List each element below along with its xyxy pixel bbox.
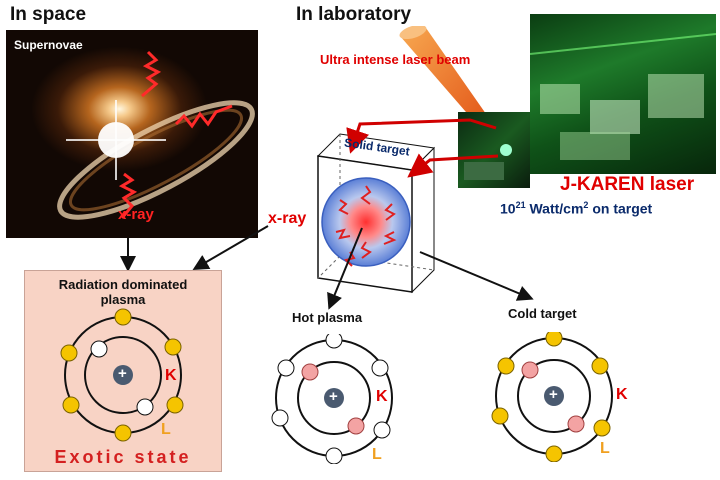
cold-nucleus-sign: + [549,386,558,403]
laser-facility-illustration [530,33,716,160]
hot-plasma-title: Hot plasma [292,310,363,325]
target-xray-label: x-ray [268,210,307,227]
exotic-nucleus-sign: + [118,365,127,382]
target-chamber-illustration [464,144,512,180]
exotic-holes [90,340,154,416]
laser-beam-label: Ultra intense laser beam [320,52,471,67]
intensity-unit-exponent: 2 [583,200,589,210]
hot-plasma-atom [271,334,393,464]
laser-facility-photo [530,14,716,174]
hot-ionized-electrons [301,363,365,435]
heading-in-laboratory: In laboratory [296,4,412,25]
heading-in-space: In space [10,4,87,25]
hot-nucleus-sign: + [329,388,338,405]
hot-holes [271,334,391,464]
exotic-title-line1: Radiation dominated [58,277,188,292]
cold-k-label: K [616,386,628,403]
exotic-panel-title: Radiation dominated plasma [25,277,221,307]
exotic-state-panel: Radiation dominated plasma + K L Exotic … [24,270,222,472]
hot-k-label: K [376,388,388,405]
exotic-state-label: Exotic state [54,447,192,467]
supernova-label: Supernovae [14,38,83,52]
cold-ionized-electrons [521,361,585,433]
exotic-electrons [60,308,184,442]
cold-electrons [491,332,611,462]
exotic-title-line2: plasma [100,292,146,307]
laser-name: J-KAREN laser [560,174,695,195]
cold-target-atom [491,332,613,462]
hot-l-label: L [372,446,382,463]
supernova-xray-label: x-ray [118,206,154,223]
intensity-unit: Watt/cm [525,200,584,217]
exotic-l-label: L [161,421,171,438]
supernova-photo: Supernovae x-ray [6,30,258,238]
exotic-atom [60,308,184,442]
intensity-exponent: 21 [515,200,526,210]
intensity-tail: on target [588,200,653,217]
exotic-k-label: K [165,367,177,384]
cold-l-label: L [600,440,610,457]
laser-intensity: 1021 Watt/cm2 on target [500,200,652,217]
cold-target-title: Cold target [508,306,577,321]
target-chamber-photo [458,112,530,188]
intensity-base: 10 [500,200,516,217]
supernova-illustration [57,50,255,220]
